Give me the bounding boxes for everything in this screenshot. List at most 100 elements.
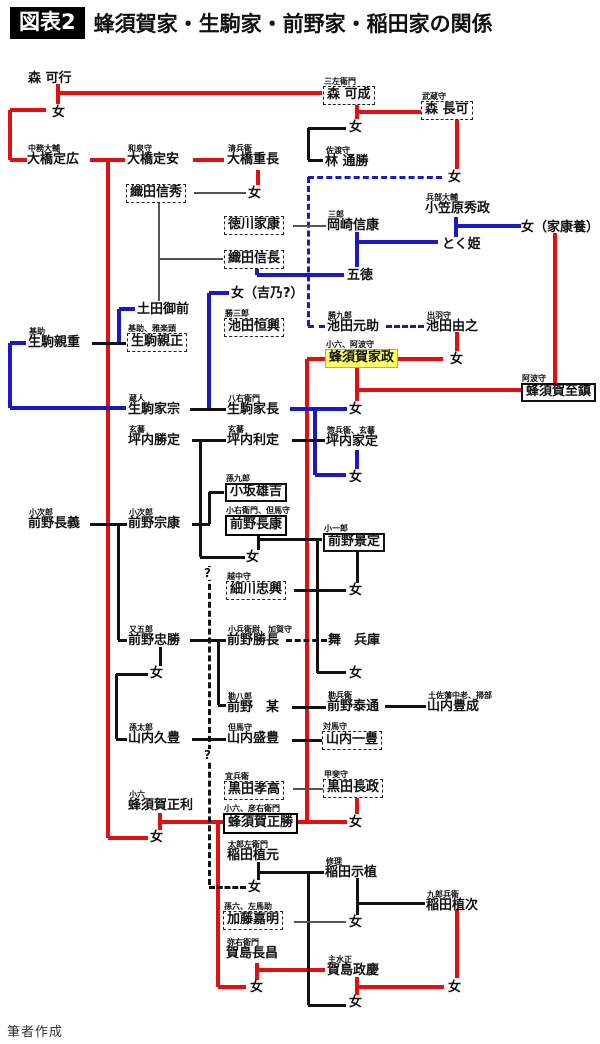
person-name: 女 [52,105,66,120]
tree-line-red [390,357,443,361]
person-name: 森 長可 [421,101,473,121]
person-name: 女 [349,470,363,485]
tree-line-black [294,588,346,592]
person-ohashi-sadayasu: 和泉守大橋定安 [127,144,180,167]
tree-line-black [355,550,359,583]
tree-line-blue-dashed [308,175,442,179]
person-kashima-nagamasa: 弥右衛門賀島長昌 [226,938,278,961]
person-maeno-yasumichi: 勘兵衛前野泰通 [327,691,379,714]
person-court-title: 清兵衛 [228,143,252,153]
person-name: 女 [250,980,264,995]
person-tsubouchi-katsusada: 玄蕃坪内勝定 [128,425,181,448]
person-court-title: 武蔵守 [422,91,446,101]
person-onna-ieyasu-adopt: 女（家康養） [521,220,599,235]
person-name: 蜂須賀正勝 [223,813,299,835]
person-maeno-kagesada: 小一郎前野景定 [323,524,386,553]
person-name: 加藤嘉明 [223,911,284,931]
person-name: 女 [349,666,363,681]
tree-line-gray [194,192,246,194]
person-name: 池田元助 [327,319,380,334]
person-kosaka-katsuyoshi: 孫九郎小坂雄吉 [225,474,288,503]
person-name: 前野勝長 [227,633,280,648]
person-ikoma-iemune: 蔵人生駒家宗 [128,394,180,417]
tree-line-red [10,108,46,112]
person-court-title: 甲斐守 [324,769,348,779]
person-ikeda-motosuke: 勝九郎池田元助 [327,311,380,334]
tree-line-black [256,531,260,550]
person-gotoku: 五徳 [347,268,373,283]
tree-line-black [385,704,426,708]
person-kashima-masayoshi: 主水正賀島政慶 [327,955,379,978]
tree-line-red [160,820,223,824]
tree-line-black [209,490,224,494]
tree-line-red [106,160,110,838]
person-name: 池田恒興 [224,318,285,338]
person-name: 前野長康 [225,515,288,537]
person-court-title: 小次郎 [29,507,53,517]
tree-line-blue [313,409,317,475]
person-onna-14: 女 [248,880,261,895]
person-name: 女 [248,186,262,201]
person-name: とく姫 [442,237,481,252]
tree-line-black [116,737,127,741]
person-court-title: 弥右衛門 [227,937,259,947]
tree-line-black-dashed [207,566,211,885]
person-court-title: 小兵衛尉、加賀守 [228,624,292,634]
person-name: 山内一豊 [322,731,383,751]
person-kuroda-yoshitaka: 宜兵衛黒田孝高 [224,772,285,801]
person-mai-hyogo: 舞 兵庫 [328,633,380,648]
person-name: 細川忠興 [226,581,287,601]
person-hachisuka-yoshishige: 阿波守蜂須賀至鎮 [521,374,597,403]
person-name: 山内豊成 [427,699,480,714]
person-name: 山内久豊 [128,731,181,746]
person-yamauchi-toyoshige: 土佐藩中老、掃部山内豊成 [427,691,492,714]
tree-line-blue [257,273,344,277]
person-court-title: 蔵人 [129,393,145,403]
tree-line-red [357,388,521,392]
person-onna-kitsuno: 女（吉乃?） [231,286,304,301]
person-name: 生駒親正 [127,333,188,353]
tree-line-red [455,910,459,978]
tree-line-black [118,638,127,642]
tree-line-blue [209,291,229,295]
person-name: ? [202,566,213,581]
person-name: 坪内勝定 [128,433,181,448]
person-name: 織田信長 [224,250,285,270]
chart-header: 図表2 蜂須賀家・生駒家・前野家・稲田家の関係 [10,7,493,40]
person-name: 女 [349,402,363,417]
tree-line-blue-dashed [386,324,424,328]
tree-line-red [553,233,557,383]
person-name: 森 可成 [323,86,375,106]
tree-line-black [207,492,211,524]
person-name: 大橋定安 [127,152,180,167]
tree-line-black [198,440,202,524]
person-name: 前野長義 [28,516,81,531]
person-name: 女 [349,120,363,135]
tree-line-blue [119,307,135,311]
person-name: 大橋重長 [227,152,280,167]
tree-line-black [308,158,323,162]
person-maeno-nanigashi: 勘八郎前野 某 [227,692,279,715]
tree-line-red [193,158,224,162]
person-name: 蜂須賀正利 [128,798,194,813]
person-court-title: 小六、阿波守 [326,339,374,349]
person-court-title: 玄蕃 [129,424,145,434]
person-name: 林 通勝 [325,154,369,169]
person-maeno-nagayoshi: 小次郎前野長義 [28,508,81,531]
tree-line-red [307,357,325,361]
person-court-title: 越中守 [227,571,251,581]
person-court-title: 三左衛門 [324,76,356,86]
tree-line-black [114,674,118,739]
person-maeno-tadakatsu: 又五郎前野忠勝 [128,625,180,648]
person-court-title: 勘八郎 [228,691,252,701]
tree-line-black [308,1003,346,1007]
person-court-title: 中務大輔 [28,143,60,153]
person-onna-13: 女 [349,815,362,830]
tree-line-black [315,539,319,673]
person-name: 女 [349,995,363,1010]
tree-line-black [317,670,346,674]
person-court-title: 土佐藩中老、掃部 [428,690,492,700]
person-court-title: 対馬守 [323,721,347,731]
person-name: 山内盛豊 [227,731,280,746]
person-name: 大橋定広 [27,152,80,167]
